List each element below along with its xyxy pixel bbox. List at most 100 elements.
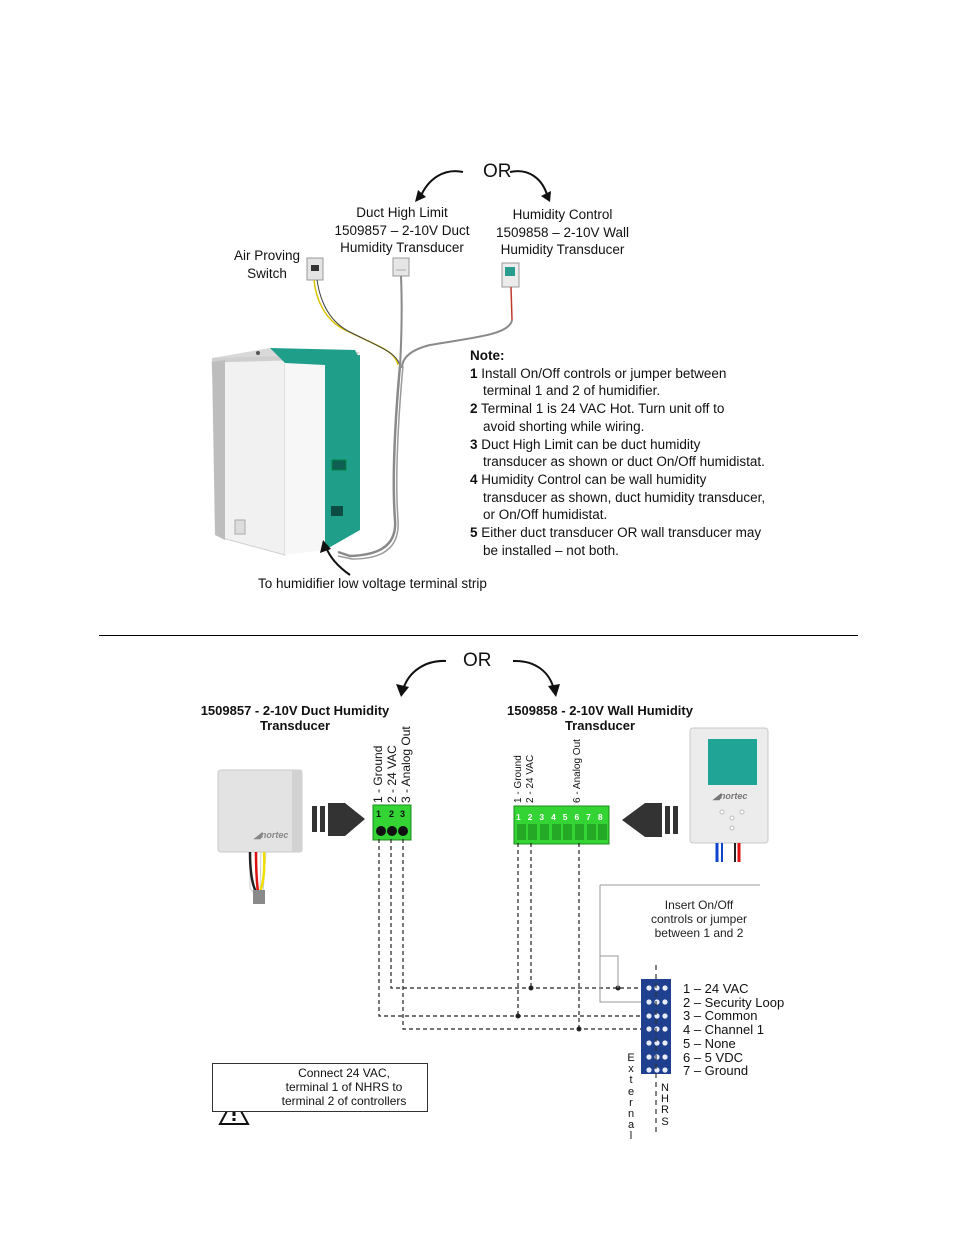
nhrs-terminal-labels: 1 – 24 VAC 2 – Security Loop 3 – Common …	[683, 982, 784, 1078]
duct-transducer-small	[392, 257, 410, 277]
note-text: be installed – not both.	[483, 542, 619, 558]
warning-line1: Connect 24 VAC,	[298, 1066, 390, 1080]
duct-pin-label: 3 - Analog Out	[399, 726, 413, 803]
wall-pin-number: 4	[551, 812, 556, 822]
or-label-top: OR	[483, 161, 512, 182]
terminal-label: 1 – 24 VAC	[683, 981, 749, 996]
duct-terminal-block	[372, 804, 412, 841]
duct-transducer-title: 1509857 - 2-10V Duct Humidity Transducer	[185, 703, 405, 733]
wall-transducer-title: 1509858 - 2-10V Wall Humidity Transducer	[490, 703, 710, 733]
or-arrow-left	[419, 170, 464, 199]
insert-arrow-left	[312, 803, 365, 836]
note-number: 3	[470, 436, 478, 452]
duct-title-line1: 1509857 - 2-10V Duct Humidity	[200, 703, 390, 718]
duct-high-limit-line1: Duct High Limit	[356, 205, 448, 220]
note-text: avoid shorting while wiring.	[483, 418, 645, 434]
terminal-label: 5 – None	[683, 1035, 736, 1051]
wall-pin-label: 6 - Analog Out	[572, 739, 583, 803]
or-label-bottom: OR	[463, 650, 492, 671]
or-arrow-right-head	[541, 191, 551, 202]
or-arrow-left	[402, 659, 447, 691]
duct-pin-number: 1	[376, 809, 382, 819]
wall-transducer-small	[501, 262, 520, 288]
wall-pin-number: 8	[597, 812, 603, 822]
note-text: Humidity Control can be wall humidity	[481, 471, 707, 487]
wall-transducer-device	[689, 727, 769, 862]
duct-high-limit-label: Duct High Limit 1509857 – 2-10V Duct Hum…	[322, 204, 482, 257]
humidifier-unit	[211, 348, 360, 556]
wall-pin-number: 1	[516, 812, 521, 822]
duct-transducer-device	[217, 769, 303, 904]
top-diagram-graphics	[211, 170, 551, 576]
humidity-control-line1: Humidity Control	[512, 207, 613, 222]
cable-trunk	[337, 365, 402, 558]
warning-box	[212, 1063, 428, 1112]
caption-arrow	[325, 546, 351, 576]
wall-terminal-block	[513, 805, 610, 845]
wall-title-line2: Transducer	[564, 718, 636, 733]
note-number: 5	[470, 525, 478, 541]
or-arrow-right	[509, 170, 549, 199]
cable-trunk-2	[337, 365, 404, 560]
insert-jumper-note: Insert On/Off controls or jumper between…	[640, 898, 758, 940]
note-number: 1	[470, 365, 478, 381]
note-text: Duct High Limit can be duct humidity	[481, 436, 701, 452]
wall-pin-label: 1 - Ground	[513, 755, 524, 803]
insert-note-line3: between 1 and 2	[654, 926, 744, 940]
duct-wire-yellow	[258, 851, 266, 893]
note-item: 4 Humidity Control can be wall humidity …	[470, 471, 800, 524]
cable-wall-red	[510, 286, 513, 321]
note-text: transducer as shown, duct humidity trans…	[483, 489, 766, 505]
or-arrow-right-head	[548, 684, 560, 697]
caption-arrow-head	[320, 540, 331, 553]
cable-air-proving-dark	[316, 279, 401, 367]
note-item: 1 Install On/Off controls or jumper betw…	[470, 365, 800, 400]
cable-wall	[401, 319, 513, 369]
wall-brand-logo: ◢nortec	[713, 791, 748, 801]
duct-brand-logo: ◢nortec	[254, 830, 289, 840]
humidity-control-line3: Humidity Transducer	[500, 242, 625, 258]
wall-pin-number: 2	[527, 812, 533, 822]
air-proving-switch-line2: Switch	[247, 265, 287, 281]
wall-pin-numbers: 1 2 3 4 5 6 7 8	[516, 812, 611, 822]
notes-title: Note:	[470, 348, 505, 363]
wall-pin-number: 5	[562, 812, 568, 822]
duct-high-limit-line3: Humidity Transducer	[340, 240, 464, 256]
section-divider	[99, 635, 858, 636]
insert-note-line1: Insert On/Off	[664, 898, 734, 912]
air-proving-switch-label: Air Proving Switch	[227, 247, 307, 282]
duct-pin-number: 3	[400, 809, 406, 819]
note-text: transducer as shown or duct On/Off humid…	[483, 454, 765, 470]
humidity-control-label: Humidity Control 1509858 – 2-10V Wall Hu…	[485, 206, 640, 259]
jumper-callout	[599, 884, 760, 1003]
wall-title-line1: 1509858 - 2-10V Wall Humidity	[507, 703, 693, 718]
air-proving-switch-device	[306, 257, 324, 281]
note-item: 5 Either duct transducer OR wall transdu…	[470, 524, 800, 559]
warning-text: Connect 24 VAC, terminal 1 of NHRS to te…	[262, 1066, 426, 1108]
bottom-diagram-graphics	[217, 659, 769, 1135]
insert-arrow-right	[622, 803, 678, 837]
wall-pin-number: 7	[586, 812, 591, 822]
duct-wire-red	[254, 851, 260, 893]
nhrs-label: N H R S	[661, 1082, 669, 1128]
duct-wire-black	[248, 851, 258, 893]
note-item: 3 Duct High Limit can be duct humidity t…	[470, 436, 800, 471]
terminal-label: 2 – Security Loop	[683, 994, 785, 1010]
dashed-wires	[378, 839, 641, 1030]
duct-title-line2: Transducer	[259, 718, 331, 733]
note-number: 4	[470, 471, 478, 487]
wall-pin-number: 6	[574, 812, 580, 822]
terminal-label: 7 – Ground	[683, 1063, 749, 1079]
duct-pin-number: 2	[389, 809, 395, 819]
insert-note-line2: controls or jumper	[650, 912, 748, 926]
terminal-label: 4 – Channel 1	[683, 1022, 764, 1038]
wall-pin-label: 2 - 24 VAC	[525, 754, 536, 803]
terminal-strip-caption: To humidifier low voltage terminal strip	[258, 576, 487, 591]
note-item: 2 Terminal 1 is 24 VAC Hot. Turn unit of…	[470, 400, 800, 435]
warning-line3: terminal 2 of controllers	[281, 1094, 407, 1108]
or-arrow-left-head	[396, 684, 409, 697]
humidity-control-line2: 1509858 – 2-10V Wall	[495, 224, 630, 240]
note-text: Terminal 1 is 24 VAC Hot. Turn unit off …	[481, 401, 725, 417]
external-label: E x t e r n a l	[627, 1052, 635, 1143]
or-arrow-right	[512, 659, 555, 691]
